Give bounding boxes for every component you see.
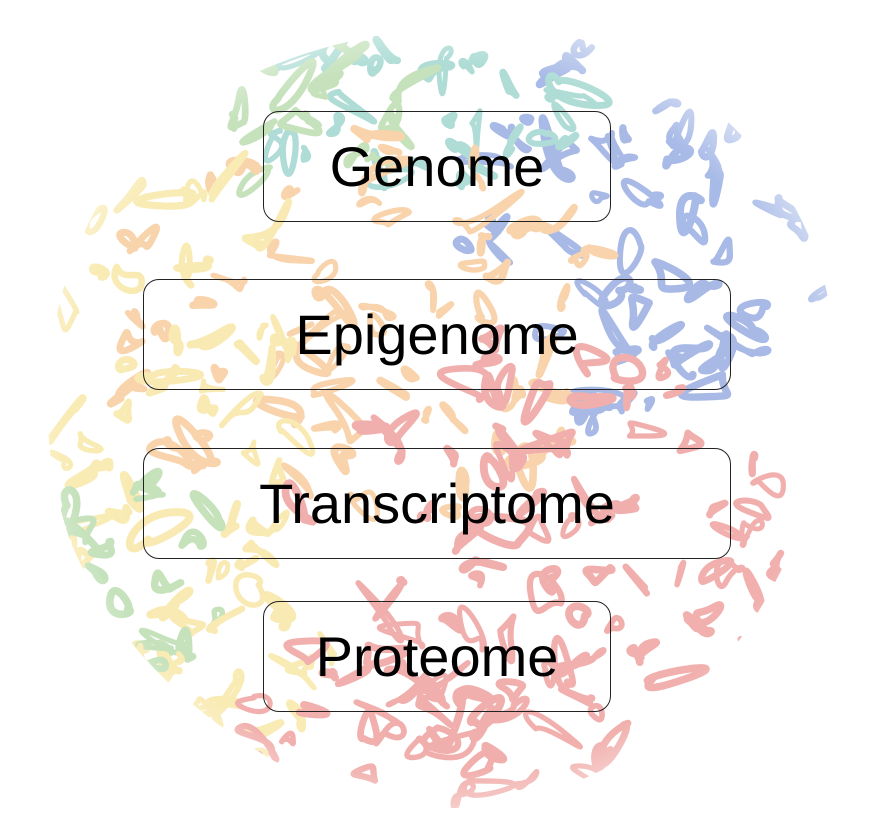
proteome-label: Proteome (315, 624, 559, 688)
transcriptome-label: Transcriptome (259, 471, 615, 535)
epigenome-box: Epigenome (143, 279, 731, 390)
proteome-box: Proteome (263, 601, 611, 712)
genome-box: Genome (263, 111, 611, 222)
epigenome-label: Epigenome (295, 302, 579, 366)
genome-label: Genome (329, 134, 545, 198)
transcriptome-box: Transcriptome (143, 448, 731, 559)
